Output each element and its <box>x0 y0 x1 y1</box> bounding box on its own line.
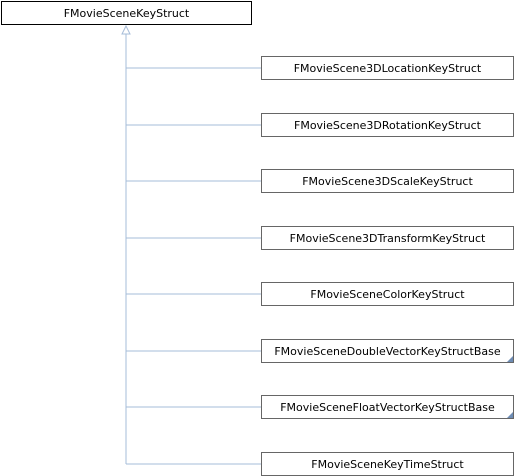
derived-class-label: FMovieScene3DScaleKeyStruct <box>302 174 473 188</box>
derived-class-label: FMovieSceneKeyTimeStruct <box>311 457 464 471</box>
base-class-node[interactable]: FMovieSceneKeyStruct <box>1 1 252 25</box>
derived-class-node[interactable]: FMovieSceneColorKeyStruct <box>261 282 514 306</box>
derived-class-label: FMovieSceneColorKeyStruct <box>310 287 465 301</box>
derived-class-node[interactable]: FMovieScene3DTransformKeyStruct <box>261 226 514 250</box>
derived-class-node[interactable]: FMovieSceneKeyTimeStruct <box>261 452 514 476</box>
derived-class-label: FMovieScene3DLocationKeyStruct <box>293 61 482 75</box>
derived-class-node[interactable]: FMovieScene3DScaleKeyStruct <box>261 169 514 193</box>
derived-class-node[interactable]: FMovieSceneFloatVectorKeyStructBase <box>261 395 514 419</box>
derived-class-label: FMovieScene3DTransformKeyStruct <box>289 231 486 245</box>
collapsed-indicator-icon <box>507 412 513 418</box>
derived-class-label: FMovieScene3DRotationKeyStruct <box>294 118 481 132</box>
derived-class-node[interactable]: FMovieSceneDoubleVectorKeyStructBase <box>261 339 514 363</box>
derived-class-node[interactable]: FMovieScene3DLocationKeyStruct <box>261 56 514 80</box>
derived-class-label: FMovieSceneDoubleVectorKeyStructBase <box>274 344 501 358</box>
derived-class-label: FMovieSceneFloatVectorKeyStructBase <box>280 400 495 414</box>
base-class-label: FMovieSceneKeyStruct <box>63 6 190 20</box>
derived-class-node[interactable]: FMovieScene3DRotationKeyStruct <box>261 113 514 137</box>
collapsed-indicator-icon <box>507 356 513 362</box>
inheritance-arrowhead-icon <box>121 24 131 35</box>
